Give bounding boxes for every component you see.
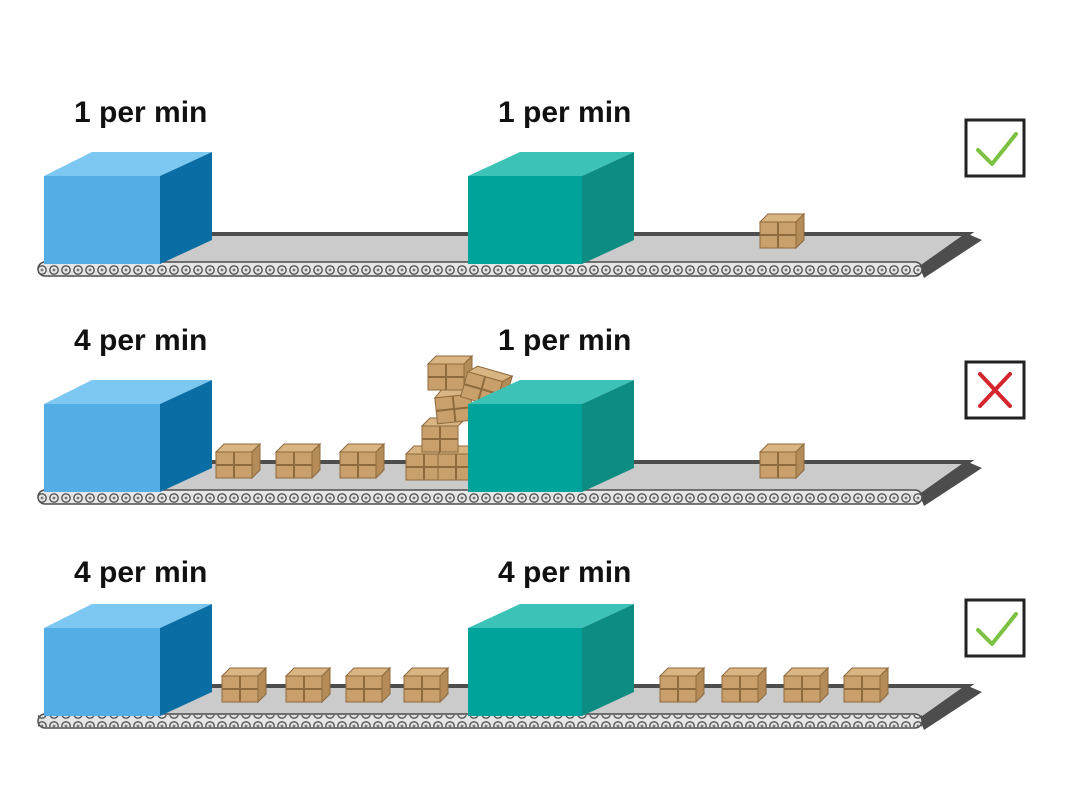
box: [658, 666, 706, 704]
source-rate-label: 1 per min: [74, 96, 207, 129]
box: [758, 212, 806, 250]
box: [220, 666, 268, 704]
source-machine-front: [44, 404, 160, 492]
source-machine-top: [44, 152, 212, 176]
sink-machine-front: [468, 176, 582, 264]
sink-machine: [468, 152, 634, 264]
source-machine: [44, 380, 212, 492]
box: [274, 442, 322, 480]
box: [782, 666, 830, 704]
belt-chain-links: [38, 715, 922, 727]
sink-rate-label: 4 per min: [498, 556, 631, 589]
box: [758, 442, 806, 480]
box: [214, 442, 262, 480]
box: [402, 666, 450, 704]
sink-machine: [468, 604, 634, 716]
source-machine-top: [44, 380, 212, 404]
source-machine: [44, 604, 212, 716]
source-machine-front: [44, 176, 160, 264]
belt-edge: [920, 686, 982, 730]
sink-machine-top: [468, 152, 634, 176]
row-2: 4 per min 1 per min: [37, 324, 1026, 506]
belt-chain-links: [38, 491, 922, 503]
source-machine-top: [44, 604, 212, 628]
cross-icon: [978, 372, 1012, 408]
box: [720, 666, 768, 704]
sink-rate-label: 1 per min: [498, 324, 631, 357]
box: [842, 666, 890, 704]
row-1: 1 per min 1 per min: [37, 96, 1026, 278]
sink-rate-label: 1 per min: [498, 96, 631, 129]
box: [284, 666, 332, 704]
status-ok-badge: [964, 598, 1026, 658]
status-fail-badge: [964, 360, 1026, 420]
sink-machine-top: [468, 604, 634, 628]
sink-machine-front: [468, 628, 582, 716]
box: [338, 442, 386, 480]
sink-machine-top: [468, 380, 634, 404]
source-machine: [44, 152, 212, 264]
source-rate-label: 4 per min: [74, 556, 207, 589]
status-ok-badge: [964, 118, 1026, 178]
belt-edge: [920, 462, 982, 506]
check-icon: [976, 612, 1018, 646]
sink-machine-side: [582, 380, 634, 492]
box: [344, 666, 392, 704]
check-icon: [976, 132, 1018, 166]
source-machine-side: [160, 152, 212, 264]
source-machine-side: [160, 380, 212, 492]
source-machine-side: [160, 604, 212, 716]
sink-machine-side: [582, 604, 634, 716]
sink-machine-side: [582, 152, 634, 264]
source-machine-front: [44, 628, 160, 716]
sink-machine: [468, 380, 634, 492]
belt-edge: [920, 234, 982, 278]
sink-machine-front: [468, 404, 582, 492]
belt-chain-links: [38, 263, 922, 275]
row-3: 4 per min 4 per min: [37, 556, 1026, 730]
source-rate-label: 4 per min: [74, 324, 207, 357]
